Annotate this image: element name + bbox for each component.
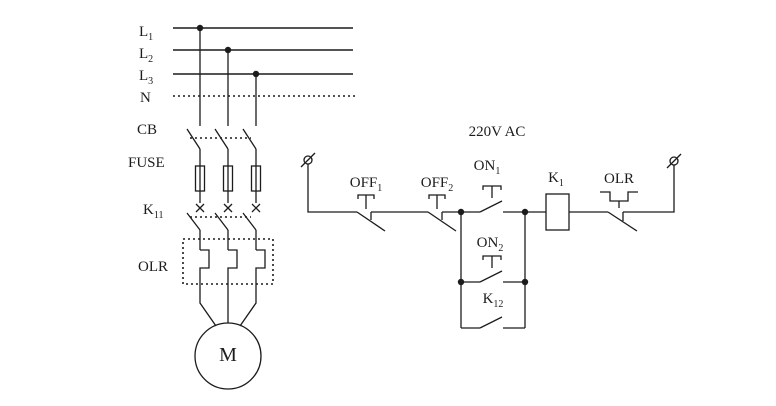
k12-blade bbox=[479, 316, 503, 329]
olr-blade bbox=[607, 211, 638, 232]
on2-button-symbol bbox=[457, 255, 529, 286]
fuse-symbol bbox=[194, 165, 262, 192]
label-olr-power: OLR bbox=[138, 259, 168, 275]
cb-to-k11-wires bbox=[199, 149, 257, 203]
off1-blade bbox=[356, 211, 386, 232]
label-k11: K11 bbox=[143, 202, 164, 221]
label-olr-control: OLR bbox=[604, 171, 634, 187]
label-k12: K12 bbox=[482, 291, 504, 310]
control-circuit bbox=[300, 152, 682, 329]
olr-heater bbox=[255, 249, 266, 285]
junction-dot bbox=[457, 278, 465, 286]
label-n: N bbox=[140, 90, 151, 106]
k1-coil-box bbox=[545, 193, 570, 231]
contact-x-mark bbox=[195, 203, 205, 213]
label-cb: CB bbox=[137, 122, 158, 138]
power-circuit bbox=[173, 24, 358, 390]
contact-x-mark bbox=[251, 203, 261, 213]
motor-circle bbox=[194, 322, 262, 390]
label-off2: OFF2 bbox=[420, 175, 454, 194]
fuse-body bbox=[250, 165, 262, 192]
fuse-body bbox=[194, 165, 206, 192]
contact-x-mark bbox=[223, 203, 233, 213]
label-l3: L3 bbox=[139, 68, 154, 87]
cb-blades bbox=[186, 128, 257, 150]
cb-breaker-symbol bbox=[186, 128, 257, 203]
phase-taps bbox=[199, 28, 257, 126]
label-on2: ON2 bbox=[476, 235, 504, 254]
olr-contact-symbol bbox=[600, 191, 638, 232]
k11-contacts-symbol bbox=[186, 203, 261, 250]
label-voltage: 220V AC bbox=[468, 124, 526, 140]
phase-lines bbox=[173, 24, 358, 126]
label-on1: ON1 bbox=[473, 158, 501, 177]
k11-to-olr-wires bbox=[199, 230, 257, 250]
rail-left bbox=[307, 164, 357, 213]
olr-heater bbox=[199, 249, 210, 285]
rail-right bbox=[623, 165, 675, 213]
label-fuse: FUSE bbox=[128, 155, 165, 171]
off2-blade bbox=[427, 211, 457, 232]
k11-blades bbox=[186, 212, 257, 231]
k12-contact-symbol bbox=[461, 316, 525, 329]
label-l2: L2 bbox=[139, 46, 154, 65]
olr-heaters-symbol bbox=[182, 238, 274, 285]
label-off1: OFF1 bbox=[349, 175, 383, 194]
olr-heater bbox=[227, 249, 238, 285]
label-l1: L1 bbox=[139, 24, 154, 43]
on1-button-symbol bbox=[479, 185, 503, 213]
k1-coil-symbol bbox=[545, 193, 570, 231]
motor-leads bbox=[199, 285, 257, 327]
terminal-circle bbox=[669, 156, 679, 166]
on2-blade bbox=[479, 270, 503, 283]
junction-dot bbox=[521, 278, 529, 286]
off1-button-symbol bbox=[356, 194, 386, 232]
right-terminal-icon bbox=[666, 153, 682, 169]
fuse-body bbox=[222, 165, 234, 192]
motor-symbol bbox=[194, 285, 262, 390]
label-motor: M bbox=[219, 344, 237, 366]
olr-trip-symbol bbox=[600, 191, 638, 202]
terminal-slash bbox=[666, 153, 682, 169]
on1-blade bbox=[479, 200, 503, 213]
off2-button-symbol bbox=[427, 194, 457, 232]
label-k1: K1 bbox=[548, 170, 564, 189]
terminal-slash bbox=[300, 152, 316, 168]
